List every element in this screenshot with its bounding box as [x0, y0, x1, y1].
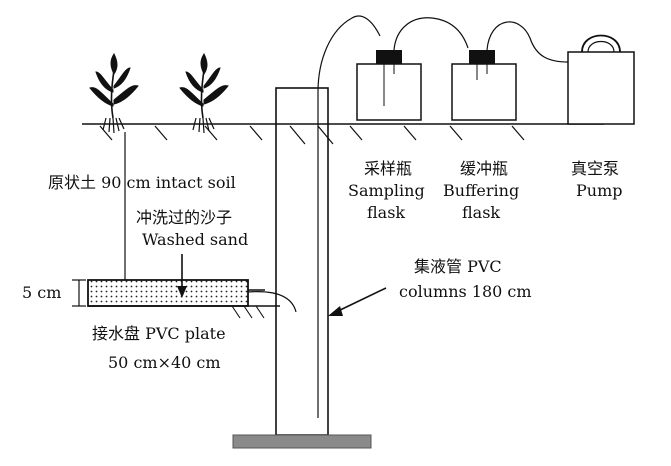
plate-hatching [231, 305, 265, 319]
pump-cn-label: 真空泵 [571, 159, 619, 178]
washed-sand-en-label: Washed sand [142, 230, 248, 249]
inner-sampling-tube [317, 15, 381, 418]
washed-sand-cn-label: 冲洗过的沙子 [136, 208, 232, 227]
washed-sand-arrowhead [177, 286, 187, 298]
pump-en-label: Pump [576, 181, 622, 200]
sampling-flask [356, 63, 422, 121]
pump-handle-inner [587, 40, 615, 53]
column-arrowhead [328, 306, 343, 316]
buffering-flask-en-label: Buffering [443, 181, 519, 200]
intact-soil-label: 原状土 90 cm intact soil [48, 173, 236, 192]
depth-dimension [72, 279, 86, 307]
column-label: 集液管 PVC [414, 257, 502, 276]
column-base [232, 434, 372, 449]
buffering-flask-en2-label: flask [462, 203, 500, 222]
tube-sampling-to-buffering [393, 17, 469, 51]
pump-handle [581, 34, 621, 53]
washed-sand-layer [87, 279, 249, 307]
buffering-flask [451, 63, 517, 121]
tube-buffering-to-pump [486, 21, 569, 63]
column-arrow [335, 287, 387, 313]
plate-size-label: 50 cm×40 cm [108, 353, 221, 372]
plant-2 [179, 53, 229, 134]
plate-outlet-tube [247, 291, 297, 313]
sampling-flask-en-label: Sampling [348, 181, 425, 200]
sampling-flask-en2-label: flask [367, 203, 405, 222]
sampling-flask-stopper [376, 50, 402, 64]
ground-hatching [99, 125, 525, 145]
column-length-label: columns 180 cm [399, 282, 532, 301]
plant-1 [89, 53, 139, 134]
vacuum-pump [567, 51, 635, 125]
plate-label: 接水盘 PVC plate [92, 324, 226, 343]
sampling-flask-cn-label: 采样瓶 [364, 159, 412, 178]
buffering-flask-stopper [469, 50, 495, 64]
depth-label: 5 cm [22, 283, 61, 302]
buffering-flask-cn-label: 缓冲瓶 [460, 159, 508, 178]
